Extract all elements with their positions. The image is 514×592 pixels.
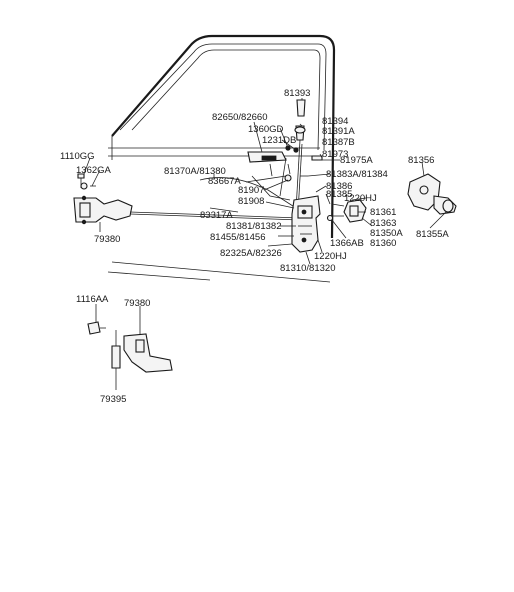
label-82650: 82650/82660 — [212, 112, 267, 123]
lock-cylinder-rods — [199, 99, 323, 213]
label-1116aa: 1116AA — [76, 294, 109, 305]
door-striker — [407, 173, 457, 215]
label-83667a: 83667A — [208, 176, 241, 187]
label-81310: 81310/81320 — [280, 263, 335, 274]
screw-parts — [77, 173, 96, 190]
inner-handle-79380 — [73, 195, 301, 225]
label-83317a: 83317A — [200, 210, 233, 221]
label-81360: 81360 — [370, 238, 396, 249]
label-1231db: 1231DB — [262, 135, 296, 146]
label-1360gd: 1360GD — [248, 124, 284, 135]
label-81907: 81907 — [238, 185, 264, 196]
part-labels: 81393 82650/82660 81394 1360GD 81391A 12… — [60, 88, 449, 405]
label-81455: 81455/81456 — [210, 232, 265, 243]
label-1362ga: 1362GA — [76, 165, 112, 176]
label-81393: 81393 — [284, 88, 310, 99]
label-81394: 81394 — [322, 116, 348, 127]
label-81361: 81361 — [370, 207, 396, 218]
label-1220hj-a: 1220HJ — [344, 193, 377, 204]
label-81391a: 81391A — [322, 126, 355, 137]
label-1110gg: 1110GG — [60, 151, 95, 162]
label-79380-b: 79380 — [124, 298, 150, 309]
label-1366ab: 1366AB — [330, 238, 364, 249]
label-81383a: 81383A/81384 — [326, 169, 388, 180]
label-81908: 81908 — [238, 196, 264, 207]
label-81370a: 81370A/81380 — [164, 166, 226, 177]
door-frame — [107, 34, 336, 283]
label-81385: 81385 — [326, 189, 352, 200]
label-81386: 81386 — [326, 181, 352, 192]
label-81355a: 81355A — [416, 229, 449, 240]
label-81381: 81381/81382 — [226, 221, 281, 232]
outside-handle-body — [326, 199, 367, 223]
label-82325a: 82325A/82326 — [220, 248, 282, 259]
label-1220hj-b: 1220HJ — [314, 251, 347, 262]
label-79395: 79395 — [100, 394, 126, 405]
label-81350a: 81350A — [370, 228, 403, 239]
label-81975a: 81975A — [340, 155, 373, 166]
leader-lines — [83, 98, 447, 390]
label-81973: 81973 — [322, 149, 348, 160]
label-79380-a: 79380 — [94, 234, 120, 245]
label-81387b: 81387B — [322, 137, 355, 148]
door-check — [87, 321, 173, 373]
door-latch — [291, 195, 321, 253]
outside-handle — [247, 151, 287, 177]
label-81363: 81363 — [370, 218, 396, 229]
label-81356: 81356 — [408, 155, 434, 166]
